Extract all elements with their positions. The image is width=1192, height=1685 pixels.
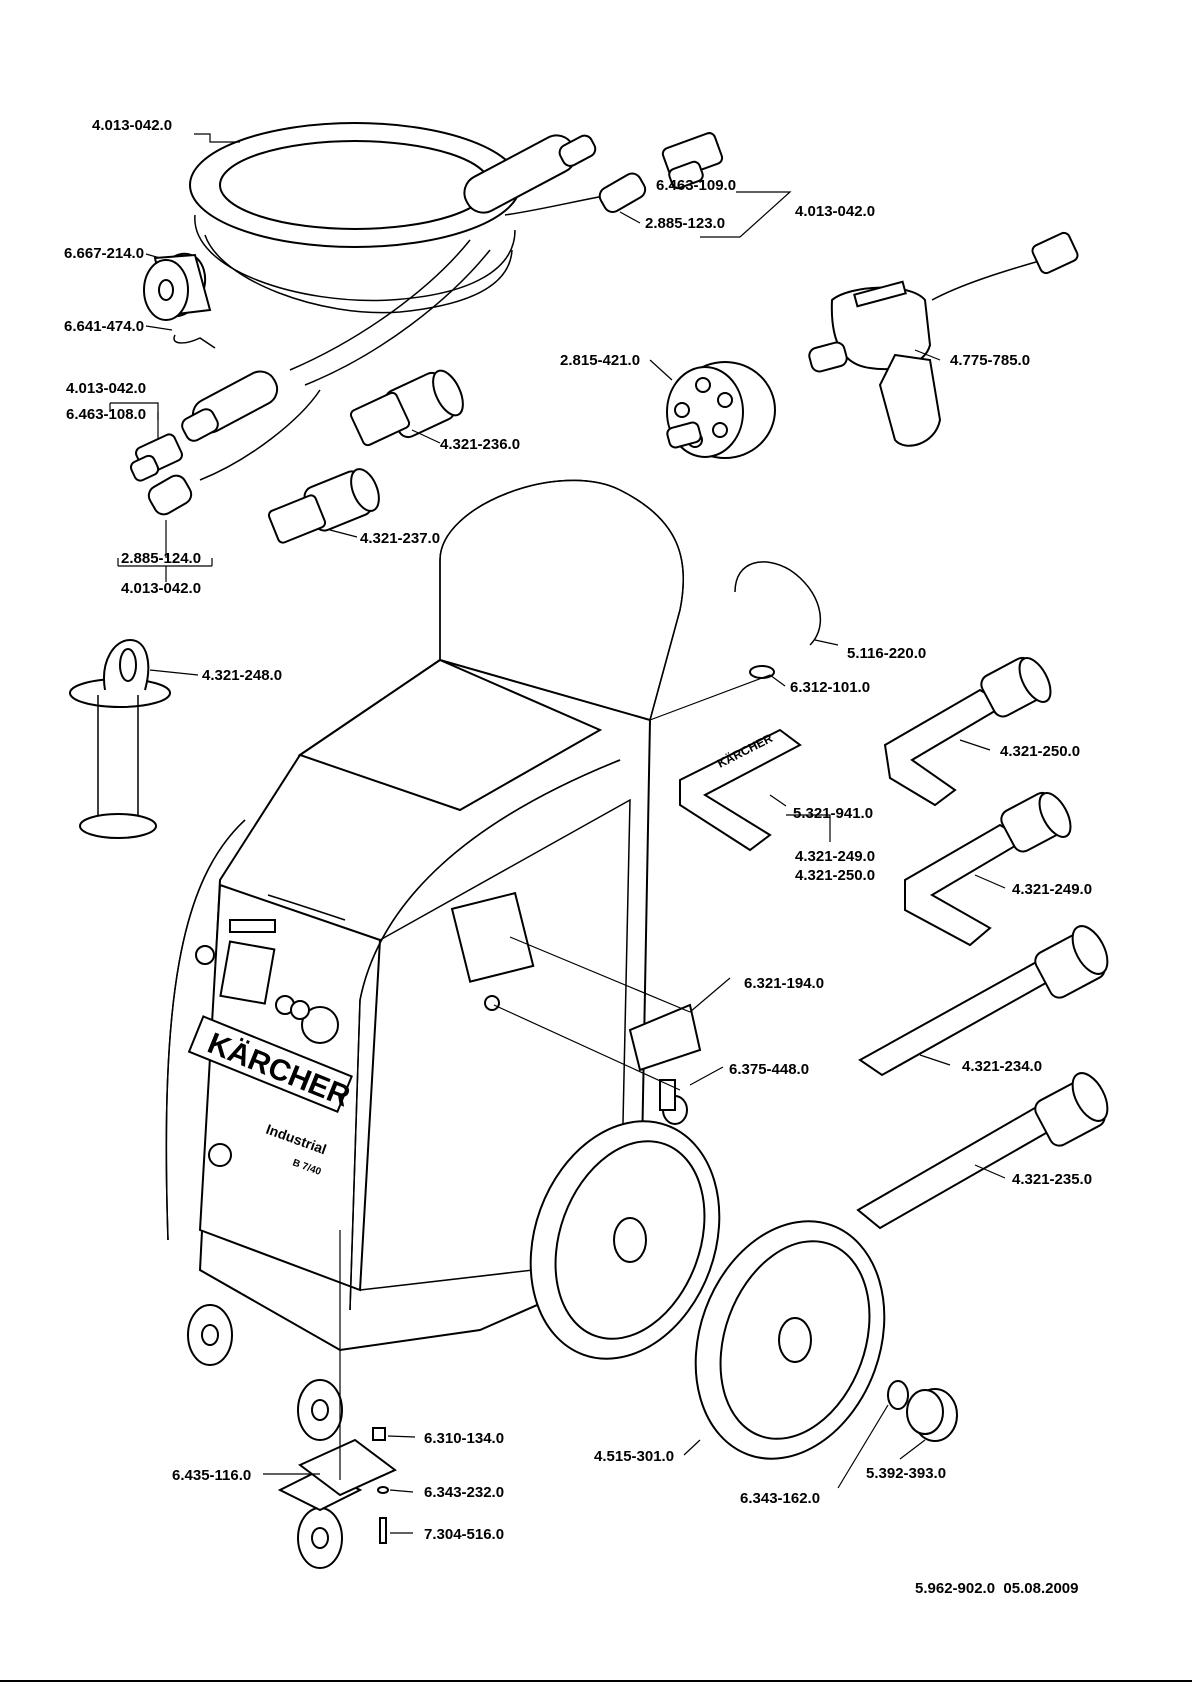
washer-drawing — [377, 1486, 389, 1494]
castor-front-mid-drawing — [297, 1379, 343, 1441]
label-tray: 6.321-194.0 — [744, 975, 824, 992]
machine-body-drawing: KÄRCHER Industrial B 7/40 — [165, 479, 685, 1352]
label-ring: 6.312-101.0 — [790, 679, 870, 696]
label-gun: 4.775-785.0 — [950, 352, 1030, 369]
tool-249-drawing — [904, 791, 1072, 947]
lock-drawing — [659, 1079, 688, 1125]
cable-hook-drawing — [734, 561, 822, 646]
label-connector-left: 2.885-124.0 — [121, 550, 201, 567]
label-nozzle-236: 4.321-236.0 — [440, 436, 520, 453]
tool-234-drawing — [858, 925, 1109, 1077]
leader-lines — [109, 133, 1006, 1534]
screw-drawing — [379, 1517, 387, 1544]
label-bracket-group-2: 4.321-250.0 — [795, 867, 875, 884]
label-wheel: 4.515-301.0 — [594, 1448, 674, 1465]
label-clamp-ring: 6.343-162.0 — [740, 1490, 820, 1507]
label-group-left-bottom: 4.013-042.0 — [121, 580, 201, 597]
nozzle-236-drawing — [349, 369, 464, 447]
clamp-ring-drawing — [887, 1380, 909, 1410]
coupling-left-drawing — [129, 433, 183, 482]
label-handle-grip: 4.321-248.0 — [202, 667, 282, 684]
coupling-top-drawing — [661, 132, 724, 190]
label-coupling-top: 6.463-109.0 — [656, 177, 736, 194]
rear-wheel-right-drawing — [694, 1220, 886, 1460]
label-screw: 7.304-516.0 — [424, 1526, 504, 1543]
plate-drawing — [298, 1438, 397, 1497]
label-connector-top: 2.885-123.0 — [645, 215, 725, 232]
label-coupling-left: 6.463-108.0 — [66, 406, 146, 423]
label-tool-250a: 4.321-250.0 — [1000, 743, 1080, 760]
ring-drawing — [749, 665, 775, 679]
label-tool-249: 4.321-249.0 — [1012, 881, 1092, 898]
holder-disk-drawing — [666, 361, 776, 459]
label-bracket: 5.321-941.0 — [793, 805, 873, 822]
label-lock: 6.375-448.0 — [729, 1061, 809, 1078]
hub-cap-drawing — [906, 1388, 958, 1442]
tape-roll-drawing — [143, 252, 212, 321]
label-nut: 6.310-134.0 — [424, 1430, 504, 1447]
document-reference: 5.962-902.0 05.08.2009 — [915, 1580, 1078, 1597]
handle-grip-drawing — [69, 638, 171, 839]
label-hub-cap: 5.392-393.0 — [866, 1465, 946, 1482]
tool-235-drawing — [856, 1072, 1109, 1230]
label-cable-hook: 5.116-220.0 — [847, 645, 926, 662]
label-tool-235: 4.321-235.0 — [1012, 1171, 1092, 1188]
part-labels: 4.013-042.0 6.463-109.0 4.013-042.0 2.88… — [64, 117, 1092, 1543]
label-holder-disk: 2.815-421.0 — [560, 352, 640, 369]
label-group-left: 4.013-042.0 — [66, 380, 146, 397]
label-washer: 6.343-232.0 — [424, 1484, 504, 1501]
label-nozzle-237: 4.321-237.0 — [360, 530, 440, 547]
label-tape: 6.667-214.0 — [64, 245, 144, 262]
bracket-drawing: KÄRCHER — [679, 728, 802, 852]
nut-drawing — [372, 1427, 386, 1441]
castor-front-left-drawing — [187, 1304, 233, 1366]
label-tool-234: 4.321-234.0 — [962, 1058, 1042, 1075]
hose-coil-drawing — [147, 122, 647, 516]
label-hose-top: 4.013-042.0 — [92, 117, 172, 134]
label-bracket-group-1: 4.321-249.0 — [795, 848, 875, 865]
clip-drawing — [173, 334, 216, 349]
label-plate: 6.435-116.0 — [172, 1467, 251, 1484]
nozzle-237-drawing — [267, 468, 380, 544]
spray-gun-drawing — [808, 231, 1079, 447]
rear-wheel-left-drawing — [529, 1120, 721, 1360]
tool-250-drawing — [883, 656, 1052, 807]
tray-drawing — [628, 1003, 702, 1072]
label-clip: 6.641-474.0 — [64, 318, 144, 335]
label-hose-group: 4.013-042.0 — [795, 203, 875, 220]
